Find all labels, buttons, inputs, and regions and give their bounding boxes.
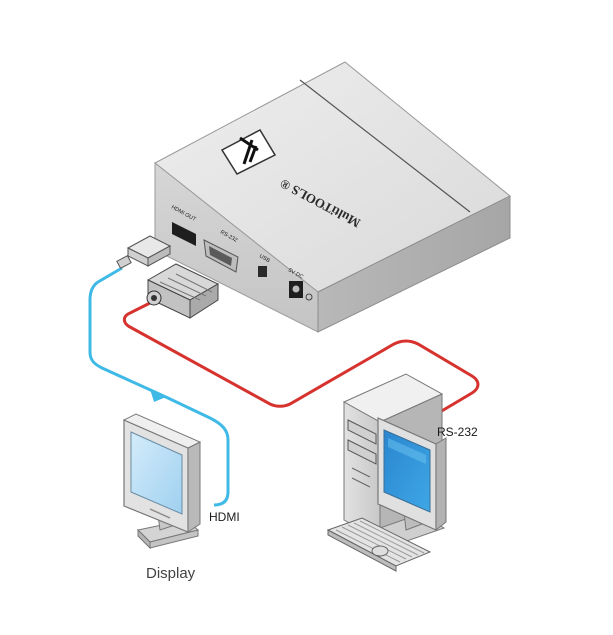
hdmi-cable [88, 266, 230, 507]
computer-screen [383, 429, 431, 513]
display-screen [130, 431, 183, 515]
usb-port-label: USB [258, 254, 271, 265]
hdmi-port [172, 222, 196, 246]
rs232-cable [122, 301, 480, 414]
multitools-device: MultiTOOLS ® HDMI OUT RS-232 USB 5V DC [154, 61, 511, 333]
mouse [371, 545, 389, 557]
display-monitor [122, 413, 202, 550]
hdmi-direction-arrow [150, 389, 166, 402]
hdmi-plug [116, 235, 172, 270]
computer [326, 373, 447, 572]
kramer-logo [220, 129, 277, 175]
rs232-cable-label: RS-232 [437, 425, 478, 439]
usb-port [258, 266, 267, 277]
device-side-face [317, 195, 511, 333]
db9-plug [146, 263, 220, 319]
display-label: Display [146, 565, 196, 582]
power-jack [289, 281, 313, 301]
hdmi-cable-label: HDMI [209, 510, 240, 524]
